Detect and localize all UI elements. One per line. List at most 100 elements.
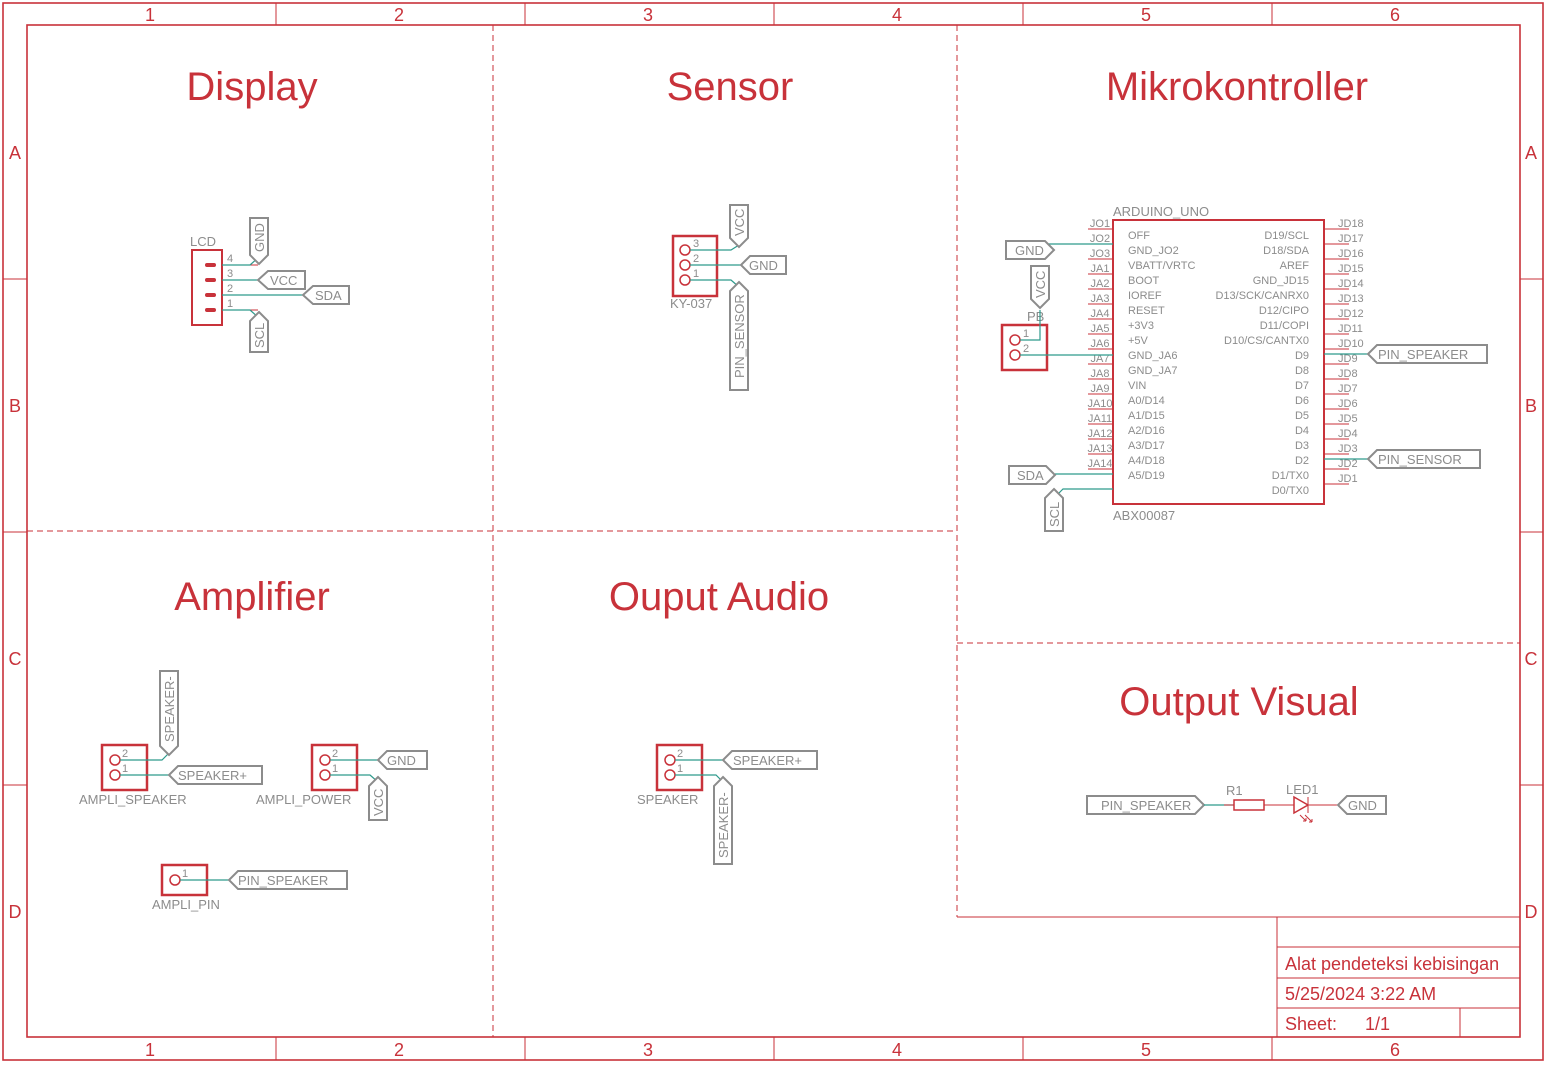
arduino-right-pin-number: JD6 <box>1338 398 1358 410</box>
speaker-body <box>655 743 704 792</box>
arduino-left-pin-number: JA3 <box>1091 293 1110 305</box>
title-block-date: 5/25/2024 3:22 AM <box>1285 984 1436 1004</box>
ampli-power-vcc-flag[interactable] <box>368 775 388 821</box>
ampli-power-name: AMPLI_POWER <box>256 792 351 807</box>
lcd-vcc-flag[interactable] <box>256 270 306 290</box>
arduino-left-pin-name: OFF <box>1128 230 1150 242</box>
pb-body <box>1000 323 1049 372</box>
arduino-right-pin-name: D4 <box>1295 425 1309 437</box>
arduino-component[interactable]: ARDUINO_UNO ABX00087 JO1OFFJO2GND_JO2JO3… <box>1005 204 1488 532</box>
ampli-speaker-plus-flag[interactable] <box>167 765 263 785</box>
ampli-speaker-pin-2: 2 <box>122 748 128 760</box>
zone-row-d-right: D <box>1525 902 1538 922</box>
arduino-right-pin-name: D18/SDA <box>1263 245 1310 257</box>
arduino-left-pin-number: JA13 <box>1087 443 1112 455</box>
arduino-body <box>1112 219 1325 505</box>
arduino-right-pin-name: D5 <box>1295 410 1309 422</box>
arduino-sda-flag[interactable] <box>1008 465 1057 485</box>
arduino-right-pin-name: GND_JD15 <box>1253 275 1309 287</box>
arduino-right-pin-name: AREF <box>1280 260 1310 272</box>
sensor-pin-3: 3 <box>693 238 699 250</box>
arduino-right-pin-number: JD4 <box>1338 428 1358 440</box>
ampli-pin-name: AMPLI_PIN <box>152 897 220 912</box>
arduino-right-pin-number: JD11 <box>1338 323 1363 335</box>
arduino-left-pin-number: JA8 <box>1091 368 1110 380</box>
lcd-sda-flag[interactable] <box>301 285 350 305</box>
visual-gnd-flag[interactable] <box>1336 795 1387 815</box>
arduino-right-pin-number: JD16 <box>1338 248 1364 260</box>
arduino-pin-sensor-flag[interactable] <box>1366 449 1481 469</box>
arduino-left-pin-name: GND_JA7 <box>1128 365 1178 377</box>
ampli-pin-speaker-flag[interactable] <box>227 870 348 890</box>
arduino-right-pin-number: JD10 <box>1338 338 1364 350</box>
ampli-power-gnd-flag[interactable] <box>376 750 428 770</box>
arduino-right-pin-number: JD18 <box>1338 218 1364 230</box>
zone-col-1-top: 1 <box>145 5 155 25</box>
zone-col-5-top: 5 <box>1141 5 1151 25</box>
arduino-left-pin-name: +3V3 <box>1128 320 1154 332</box>
title-block-title: Alat pendeteksi kebisingan <box>1285 954 1499 974</box>
arduino-gnd-flag[interactable] <box>1005 240 1056 260</box>
lcd-scl-flag[interactable] <box>249 310 269 353</box>
section-title-amplifier: Amplifier <box>174 575 330 619</box>
sensor-component[interactable]: 3 2 1 KY-037 VCC GND PIN_SENSOR <box>670 204 787 391</box>
speaker-plus-flag[interactable] <box>721 750 818 770</box>
arduino-right-pin-name: D19/SCL <box>1264 230 1309 242</box>
ampli-pin-component[interactable]: 1 AMPLI_PIN PIN_SPEAKER <box>152 863 348 912</box>
visual-pin-speaker-flag[interactable] <box>1086 795 1206 815</box>
arduino-left-pin-number: JA11 <box>1088 413 1112 425</box>
arduino-right-pin-number: JD5 <box>1338 413 1358 425</box>
arduino-sda-label: SDA <box>1017 468 1044 483</box>
lcd-vcc-label: VCC <box>270 273 297 288</box>
output-visual-circuit[interactable]: PIN_SPEAKER R1 LED1 GND <box>1086 782 1387 823</box>
title-block: Alat pendeteksi kebisingan 5/25/2024 3:2… <box>957 916 1520 1037</box>
sensor-name: KY-037 <box>670 296 712 311</box>
arduino-right-pin-number: JD13 <box>1338 293 1364 305</box>
arduino-left-pin-name: GND_JA6 <box>1128 350 1178 362</box>
speaker-name: SPEAKER <box>637 792 698 807</box>
ampli-speaker-minus-label: SPEAKER- <box>162 676 177 742</box>
ampli-speaker-body <box>100 743 149 792</box>
arduino-right-pin-number: JD2 <box>1338 458 1358 470</box>
section-title-mikrokontroller: Mikrokontroller <box>1106 65 1368 109</box>
ampli-power-component[interactable]: 2 1 AMPLI_POWER GND VCC <box>256 743 428 821</box>
sensor-gnd-flag[interactable] <box>739 255 787 275</box>
ampli-speaker-component[interactable]: 2 1 AMPLI_SPEAKER SPEAKER- SPEAKER+ <box>79 670 263 807</box>
zone-row-c-left: C <box>9 649 22 669</box>
arduino-right-pin-number: JD15 <box>1338 263 1364 275</box>
arduino-left-pin-number: JO1 <box>1090 218 1110 230</box>
ampli-speaker-name: AMPLI_SPEAKER <box>79 792 187 807</box>
arduino-left-pin-name: A0/D14 <box>1128 395 1165 407</box>
arduino-left-pins: JO1OFFJO2GND_JO2JO3VBATT/VRTCJA1BOOTJA2I… <box>1087 218 1195 482</box>
speaker-component[interactable]: 2 1 SPEAKER SPEAKER+ SPEAKER- <box>637 743 818 865</box>
lcd-component[interactable]: LCD 4 3 2 1 GND VCC SDA SCL <box>190 217 350 353</box>
ampli-speaker-minus-flag[interactable] <box>159 670 179 757</box>
arduino-value: ABX00087 <box>1113 508 1175 523</box>
sensor-pin-sensor-flag[interactable] <box>729 280 749 391</box>
pb-pin-2: 2 <box>1023 343 1029 355</box>
arduino-right-pin-number: JD17 <box>1338 233 1364 245</box>
arduino-right-pin-name: D8 <box>1295 365 1309 377</box>
pb-vcc-label: VCC <box>1033 271 1048 298</box>
lcd-body <box>191 249 223 326</box>
speaker-minus-flag[interactable] <box>713 775 733 865</box>
visual-gnd-label: GND <box>1348 798 1377 813</box>
lcd-gnd-flag[interactable] <box>249 217 269 266</box>
arduino-left-pin-name: A5/D19 <box>1128 470 1165 482</box>
arduino-left-pin-name: A4/D18 <box>1128 455 1165 467</box>
ampli-speaker-pin-1: 1 <box>122 763 128 775</box>
arduino-left-pin-name: RESET <box>1128 305 1165 317</box>
arduino-scl-flag[interactable] <box>1044 487 1064 532</box>
arduino-pin-speaker-flag[interactable] <box>1366 344 1488 364</box>
zone-col-2-bottom: 2 <box>394 1040 404 1060</box>
pb-connector[interactable]: 1 2 PB VCC <box>1000 265 1113 372</box>
pb-vcc-flag[interactable] <box>1030 265 1050 310</box>
zone-col-4-top: 4 <box>892 5 902 25</box>
ampli-power-pin-2: 2 <box>332 748 338 760</box>
arduino-scl-label: SCL <box>1047 502 1062 527</box>
sensor-vcc-flag[interactable] <box>729 204 749 249</box>
ampli-pin-pin-1: 1 <box>182 868 188 880</box>
